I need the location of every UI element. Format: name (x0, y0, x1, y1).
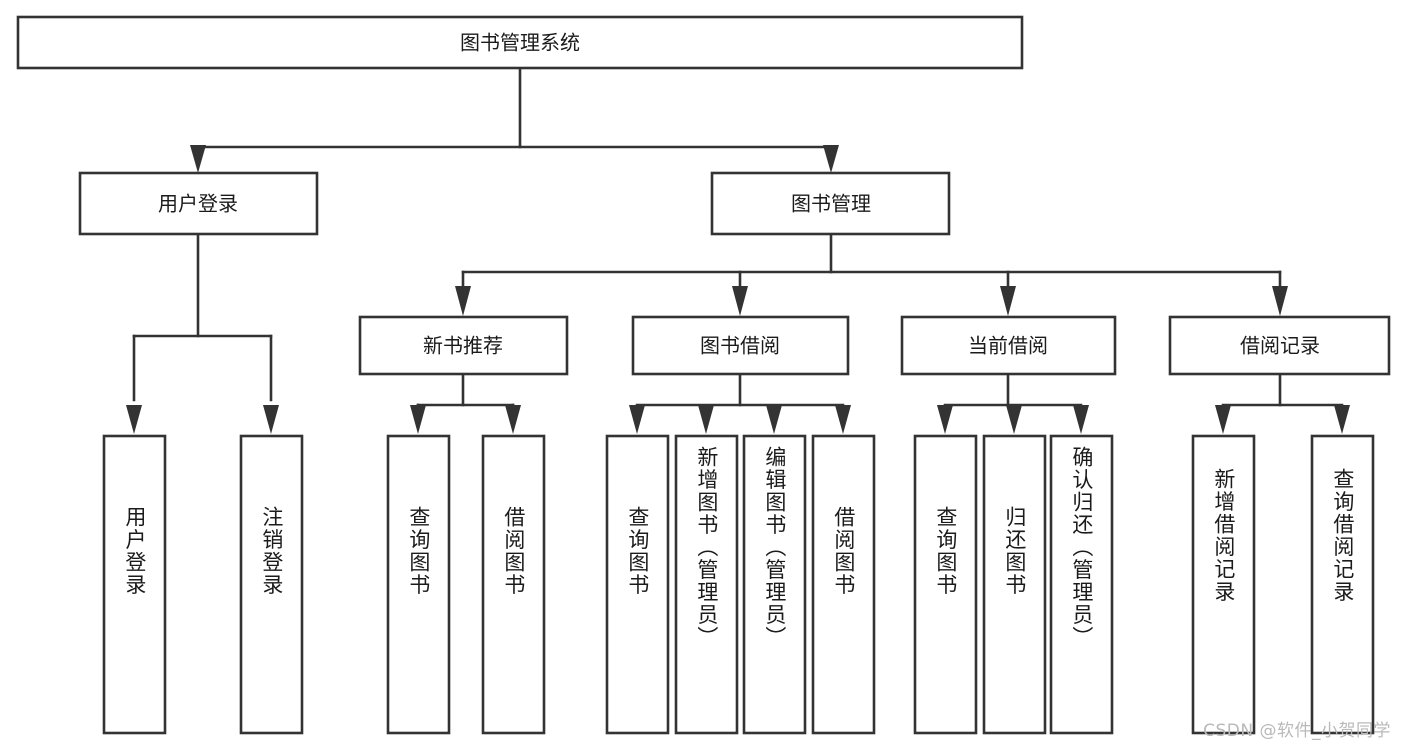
leaf-current-borrow-2-box[interactable] (982, 434, 1047, 735)
node-user-login-label: 用户登录 (158, 192, 238, 216)
arrow-to-current-borrow (1000, 286, 1016, 316)
arrow-user-login-child-1 (126, 405, 142, 434)
arrow-new-book-child-1 (410, 405, 426, 434)
leaf-user-login-1-box[interactable] (102, 434, 167, 735)
arrow-book-borrow-child-1 (629, 405, 645, 434)
arrow-current-borrow-child-3 (1073, 405, 1089, 434)
node-new-book-box[interactable] (358, 315, 569, 376)
arrow-current-borrow-child-2 (1006, 405, 1022, 434)
arrow-to-book-borrow (732, 286, 748, 316)
leaf-book-borrow-4-box[interactable] (811, 434, 876, 735)
arrow-to-new-book (455, 286, 471, 316)
leaf-book-borrow-1-box[interactable] (605, 434, 670, 735)
leaf-borrow-record-1-box[interactable] (1191, 434, 1256, 735)
arrow-to-book-manage (823, 145, 839, 173)
arrow-borrow-record-child-1 (1215, 405, 1231, 434)
arrow-new-book-child-2 (505, 405, 521, 434)
node-borrow-record-box[interactable] (1168, 315, 1391, 376)
node-user-login-box[interactable] (78, 171, 319, 236)
leaf-book-borrow-2-box[interactable] (674, 434, 739, 735)
leaf-user-login-2-box[interactable] (239, 434, 304, 735)
watermark-text: CSDN @软件_小贺同学 (1203, 721, 1391, 741)
node-book-borrow-label: 图书借阅 (700, 334, 780, 358)
leaf-current-borrow-3-box[interactable] (1049, 434, 1114, 735)
arrow-to-user-login (190, 145, 206, 173)
arrow-borrow-record-child-2 (1334, 405, 1350, 434)
node-new-book-label: 新书推荐 (423, 334, 503, 358)
arrow-book-borrow-child-4 (835, 405, 851, 434)
leaf-current-borrow-1-box[interactable] (913, 434, 978, 735)
leaf-book-borrow-3-box[interactable] (742, 434, 807, 735)
leaf-borrow-record-2-box[interactable] (1310, 434, 1375, 735)
node-borrow-record-label: 借阅记录 (1240, 334, 1320, 358)
node-root-box[interactable] (16, 15, 1024, 70)
arrow-current-borrow-child-1 (937, 405, 953, 434)
leaf-new-book-2-box[interactable] (481, 434, 546, 735)
node-book-manage-box[interactable] (710, 171, 951, 236)
node-current-borrow-label: 当前借阅 (968, 334, 1048, 358)
leaf-new-book-1-box[interactable] (386, 434, 451, 735)
node-book-manage-label: 图书管理 (791, 192, 871, 216)
arrow-book-borrow-child-2 (698, 405, 714, 434)
arrow-user-login-child-2 (263, 405, 279, 434)
node-root-label: 图书管理系统 (460, 31, 580, 55)
node-current-borrow-box[interactable] (900, 315, 1117, 376)
arrow-to-borrow-record (1272, 286, 1288, 316)
node-book-borrow-box[interactable] (631, 315, 850, 376)
arrow-book-borrow-child-3 (766, 405, 782, 434)
